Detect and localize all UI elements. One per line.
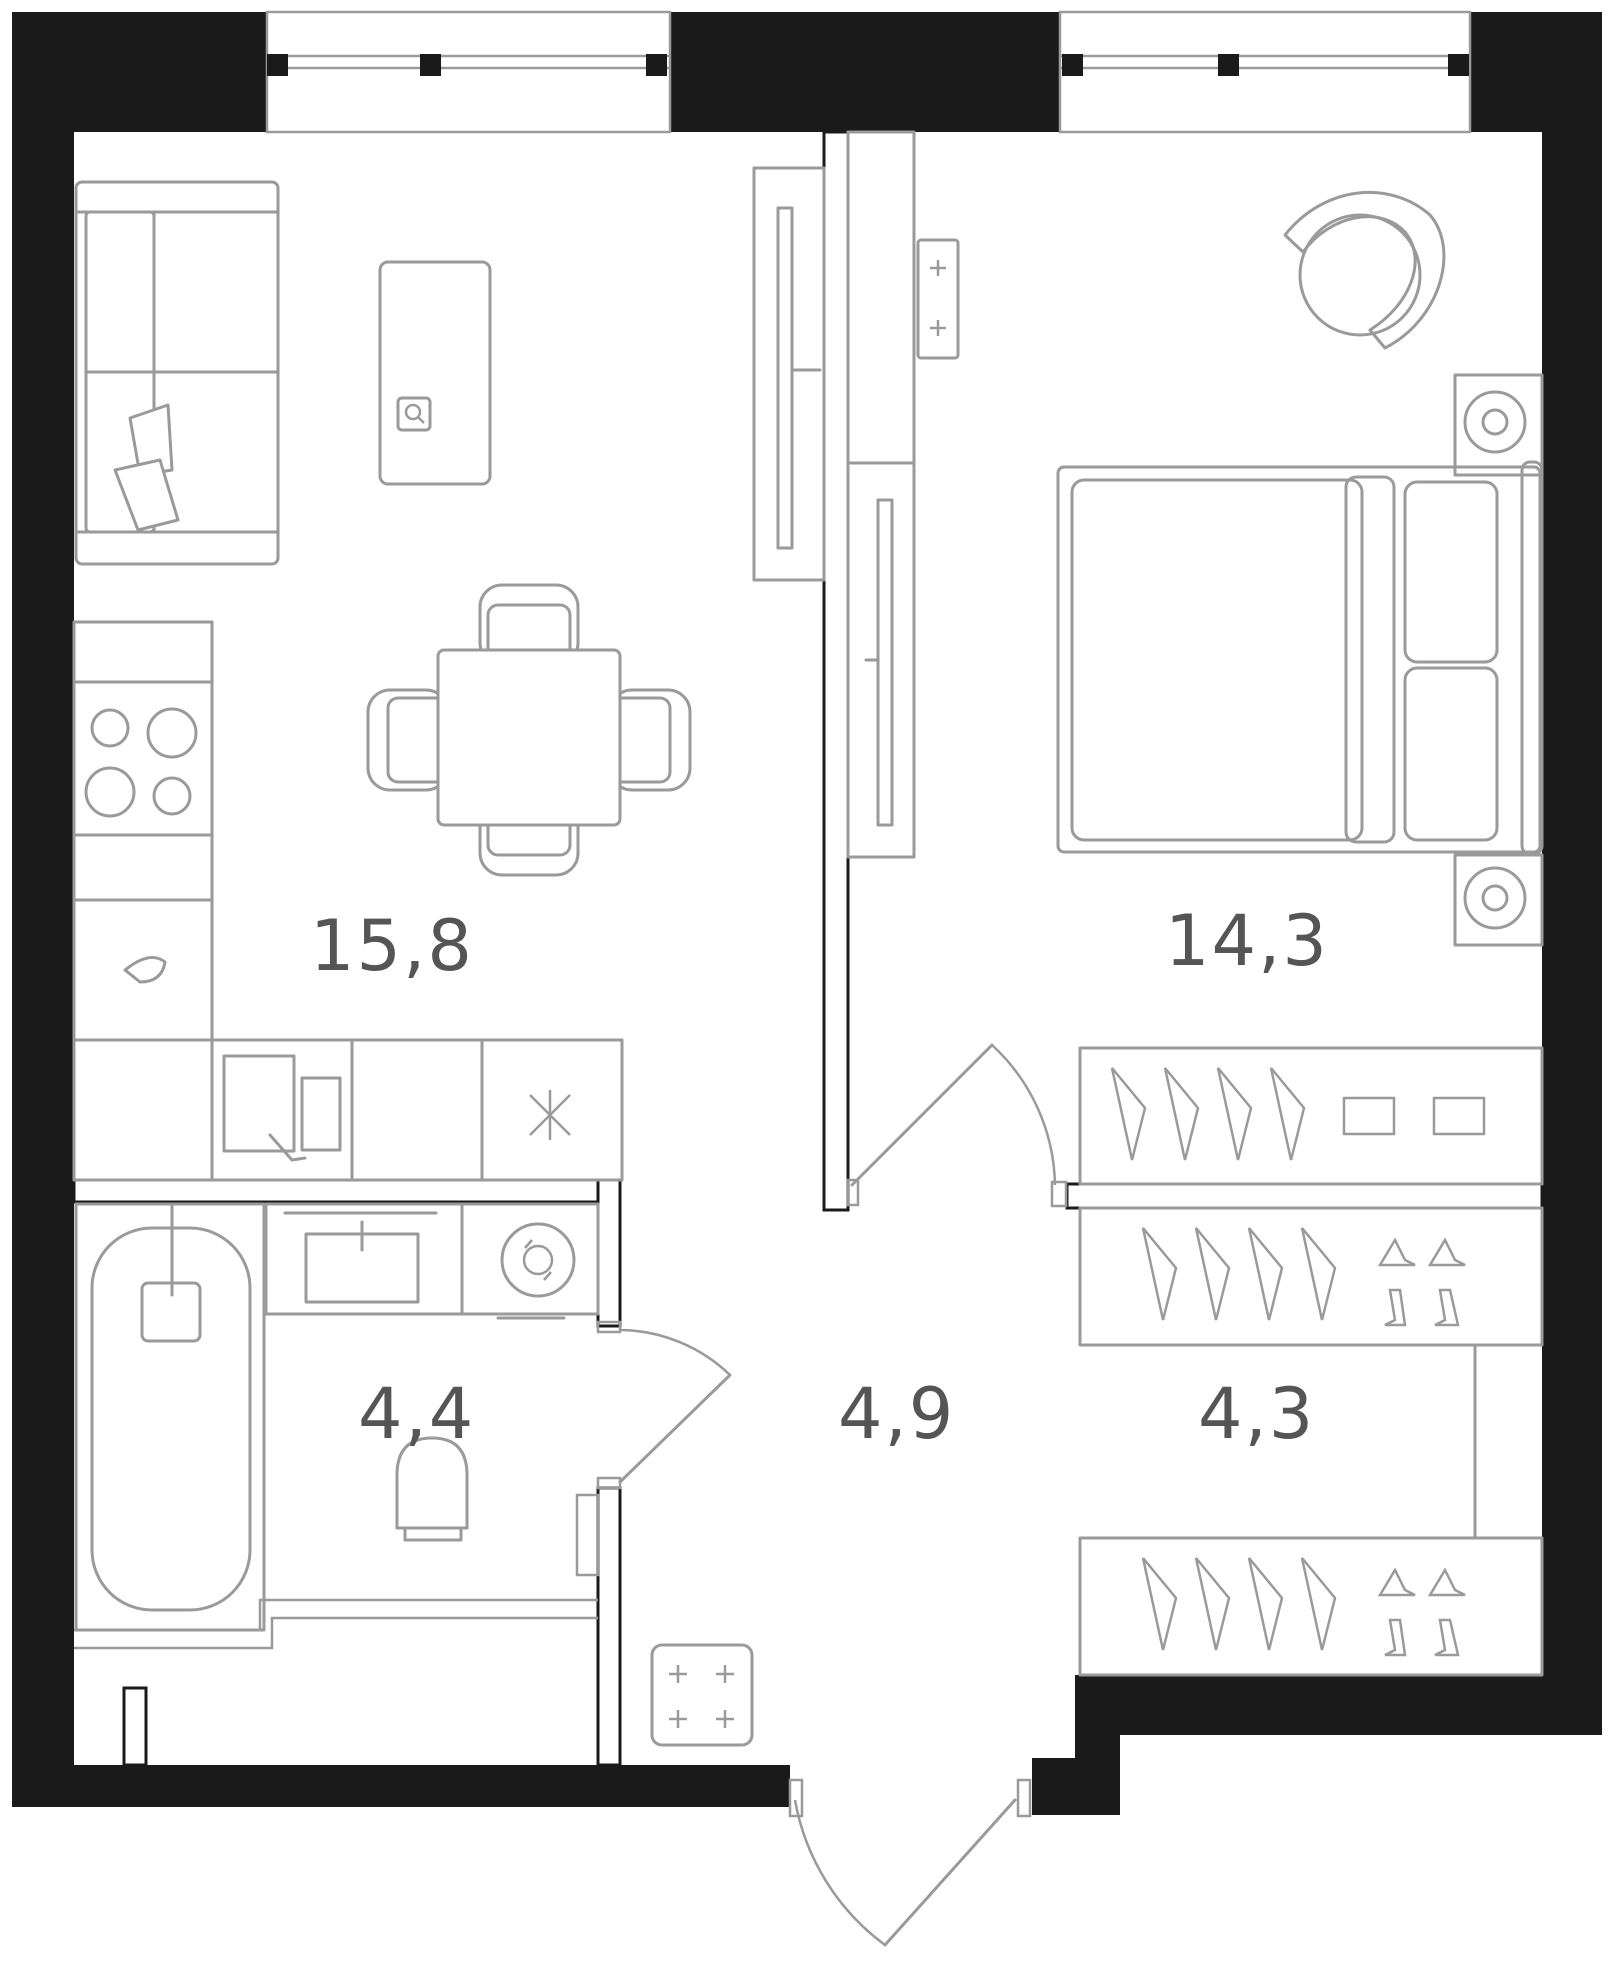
wardrobe-rack-middle	[1078, 1206, 1544, 1347]
sofa	[74, 180, 280, 566]
door-bedroom	[846, 1043, 1068, 1208]
armchair	[1283, 190, 1446, 350]
coffee-table	[378, 260, 492, 486]
washing-machine	[460, 1202, 600, 1320]
room-area-wardrobe: 4,3	[1198, 1373, 1315, 1455]
partition-walls	[72, 130, 1544, 1767]
door-bathroom	[575, 1320, 732, 1577]
exterior-walls	[12, 12, 1602, 1815]
window-right	[1058, 10, 1472, 134]
bed	[1056, 373, 1544, 947]
room-area-living-kitchen: 15,8	[310, 905, 474, 987]
toilet	[395, 1436, 469, 1542]
dining-table	[366, 583, 692, 877]
room-area-bathroom: 4,4	[358, 1373, 475, 1455]
electrical-panel	[650, 1643, 754, 1747]
window-left	[265, 10, 672, 134]
kitchen-cabinets	[72, 620, 624, 1182]
wardrobe-bedroom-wall	[846, 130, 960, 859]
sink	[264, 1202, 464, 1316]
entrance-door	[788, 1778, 1032, 1947]
wardrobe-rack-top	[1078, 1046, 1544, 1186]
tv-unit-living	[752, 166, 826, 582]
bathtub	[74, 1202, 266, 1632]
room-area-bedroom: 14,3	[1165, 900, 1329, 982]
room-area-hallway: 4,9	[838, 1373, 955, 1455]
wardrobe-rack-bottom	[1078, 1536, 1544, 1677]
